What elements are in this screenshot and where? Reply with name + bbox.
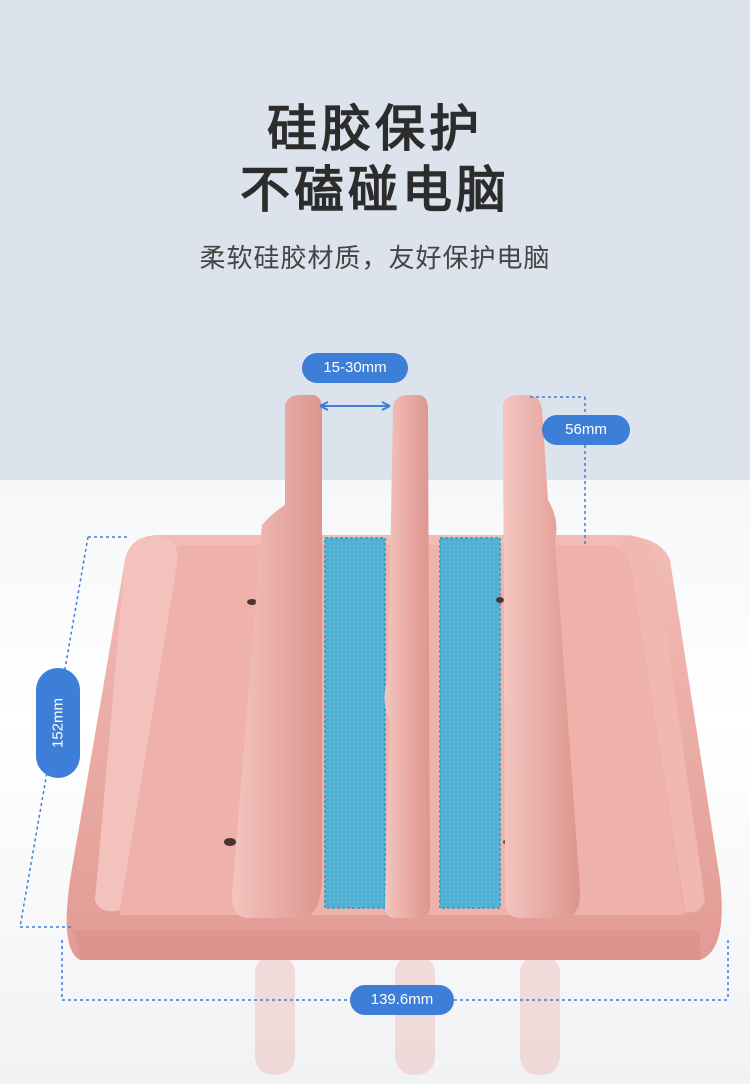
- dimension-label-width: 139.6mm: [350, 985, 454, 1015]
- dimension-label-length: 152mm: [36, 668, 80, 778]
- background-top: [0, 0, 750, 490]
- stand-legs: [255, 955, 560, 1075]
- silicone-pad-left: [324, 537, 386, 909]
- dimension-label-slot-height: 56mm: [542, 415, 630, 445]
- headline-line1: 硅胶保护: [267, 100, 483, 158]
- stand-wall-middle: [384, 395, 430, 918]
- dimension-label-slot-gap: 15-30mm: [302, 353, 408, 383]
- subheadline: 柔软硅胶材质，友好保护电脑: [199, 244, 551, 274]
- dimension-lines: [19, 396, 729, 1001]
- stand-wall-right: [503, 395, 581, 918]
- stand-wall-left: [232, 395, 322, 918]
- silicone-pad-right: [439, 537, 501, 909]
- dimension-length-text: 152mm: [49, 697, 67, 749]
- headline-line2: 不磕碰电脑: [240, 161, 510, 219]
